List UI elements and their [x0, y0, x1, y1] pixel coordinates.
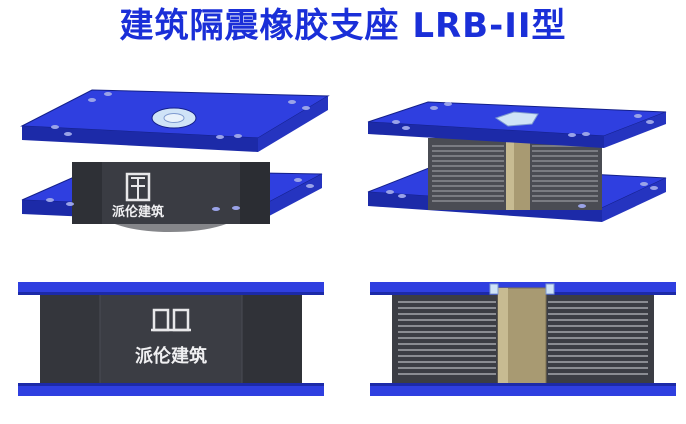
logo-text: 派伦建筑 — [135, 345, 207, 367]
logo-text: 派伦建筑 — [112, 204, 164, 220]
iso-full-drawing: 派伦建筑 — [20, 89, 330, 232]
steel-shim-layers — [432, 145, 598, 202]
bottom-plate — [18, 383, 324, 396]
bottom-plate-side — [602, 178, 666, 222]
front-section-drawing — [370, 282, 676, 396]
top-plate-front — [22, 126, 258, 152]
bolt-holes — [386, 102, 658, 208]
brand-logo: 派伦建筑 — [135, 308, 207, 367]
front-elevation-drawing: 派伦建筑 — [18, 282, 324, 396]
bolt-holes-top — [51, 92, 310, 139]
iso-full-view: 派伦建筑 — [10, 82, 340, 257]
bottom-plate — [370, 383, 676, 396]
steel-shim-layers — [398, 301, 648, 375]
iso-cutaway-drawing — [367, 101, 667, 222]
top-plate-side — [258, 96, 328, 152]
top-plate-front — [368, 122, 604, 148]
brand-logo: 派伦建筑 — [112, 172, 164, 220]
logo-mark-icon — [151, 308, 191, 332]
front-elevation-view: 派伦建筑 — [18, 282, 324, 396]
bottom-plate-side — [254, 174, 322, 224]
bolt-holes-bottom — [46, 178, 314, 211]
front-section-view — [370, 282, 676, 396]
iso-cutaway-view — [356, 98, 676, 248]
page-title: 建筑隔震橡胶支座 LRB-II型 — [119, 6, 567, 46]
center-flange — [494, 111, 539, 127]
top-plate — [18, 282, 324, 294]
